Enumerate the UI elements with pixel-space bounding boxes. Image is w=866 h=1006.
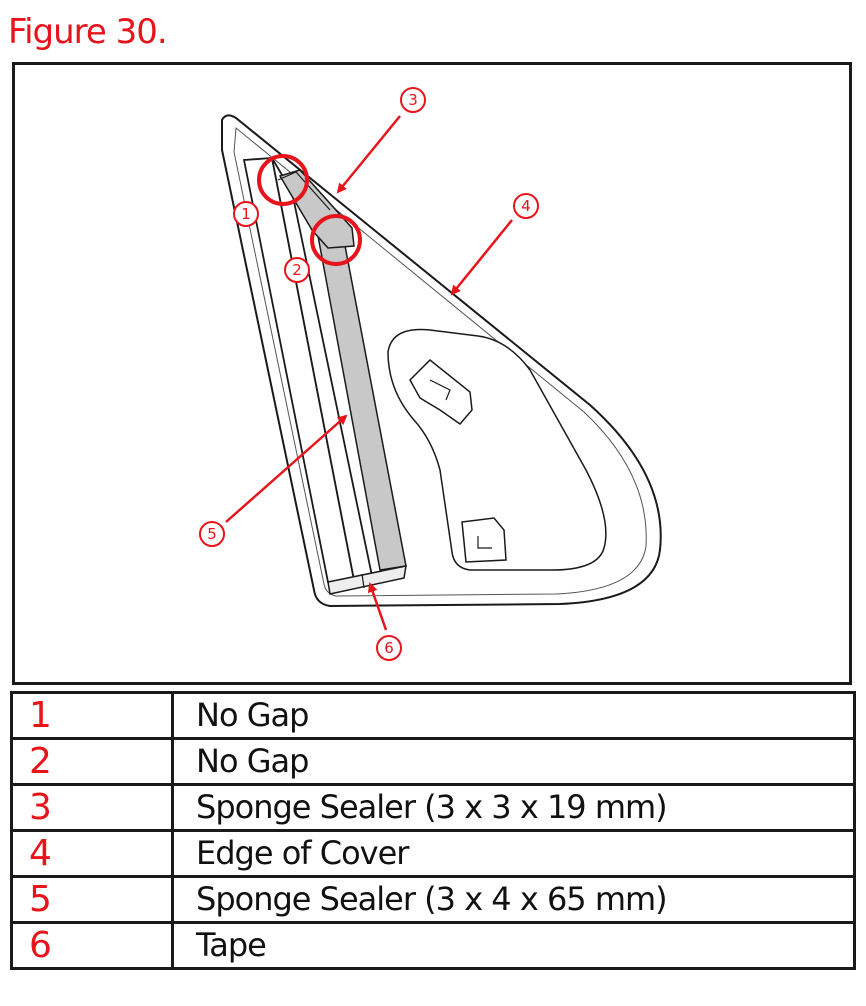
figure-title: Figure 30. — [8, 12, 168, 52]
clip-lower — [461, 517, 507, 563]
svg-text:6: 6 — [384, 639, 394, 657]
legend-row: 4 Edge of Cover — [10, 829, 856, 878]
svg-text:4: 4 — [521, 197, 531, 215]
legend-description: No Gap — [171, 691, 856, 740]
callout-1: 1 — [233, 201, 259, 227]
legend-row: 6 Tape — [10, 921, 856, 970]
clip-upper — [409, 358, 473, 426]
legend-number: 2 — [10, 737, 174, 786]
no-gap-circle-2 — [310, 214, 362, 266]
legend-row: 1 No Gap — [10, 691, 856, 740]
no-gap-circle-1 — [257, 154, 309, 206]
bottom-tape — [327, 565, 407, 595]
legend-number: 5 — [10, 875, 174, 924]
legend-description: Tape — [171, 921, 856, 970]
legend-row: 5 Sponge Sealer (3 x 4 x 65 mm) — [10, 875, 856, 924]
legend-row: 2 No Gap — [10, 737, 856, 786]
arrow-6 — [367, 582, 388, 631]
legend-description: No Gap — [171, 737, 856, 786]
svg-text:1: 1 — [241, 205, 251, 223]
svg-text:3: 3 — [408, 91, 418, 109]
callout-6: 6 — [376, 635, 402, 661]
legend-number: 1 — [10, 691, 174, 740]
arrow-5 — [225, 414, 348, 523]
cover-inner-edge — [233, 127, 647, 597]
svg-text:2: 2 — [292, 261, 302, 279]
callout-4: 4 — [513, 193, 539, 219]
arrow-4 — [450, 219, 513, 296]
legend-number: 6 — [10, 921, 174, 970]
arrow-3 — [336, 115, 401, 194]
svg-text:5: 5 — [207, 525, 217, 543]
legend-table: 1 No Gap 2 No Gap 3 Sponge Sealer (3 x 3… — [10, 691, 856, 970]
legend-number: 3 — [10, 783, 174, 832]
legend-number: 4 — [10, 829, 174, 878]
callout-5: 5 — [199, 521, 225, 547]
callout-3: 3 — [400, 87, 426, 113]
legend-description: Sponge Sealer (3 x 3 x 19 mm) — [171, 783, 856, 832]
legend-row: 3 Sponge Sealer (3 x 3 x 19 mm) — [10, 783, 856, 832]
legend-description: Edge of Cover — [171, 829, 856, 878]
legend-description: Sponge Sealer (3 x 4 x 65 mm) — [171, 875, 856, 924]
callout-2: 2 — [284, 257, 310, 283]
